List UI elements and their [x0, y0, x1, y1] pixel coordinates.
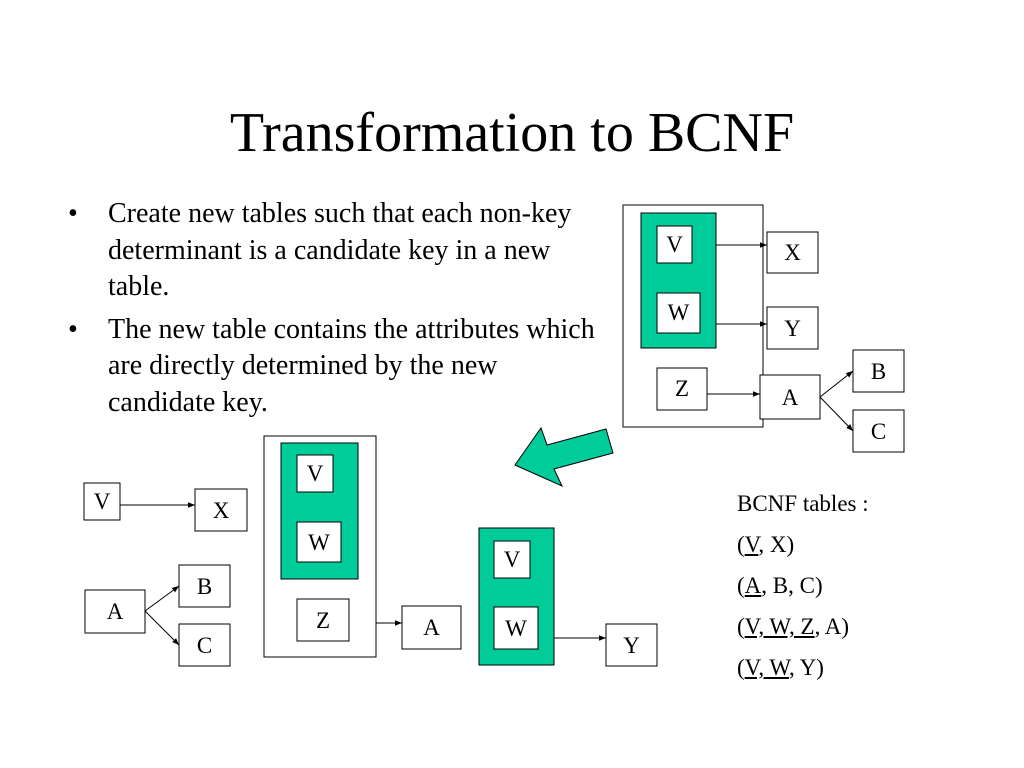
attr-label: Y — [623, 633, 640, 658]
attr-label: V — [504, 547, 521, 572]
attr-box-v: V — [656, 225, 693, 264]
nonkey-attributes: , Y) — [789, 655, 824, 680]
attr-box-w: W — [493, 606, 539, 650]
attr-label: C — [871, 419, 886, 444]
bullet-dot-icon: • — [68, 313, 78, 345]
bullet-item: • The new table contains the attributes … — [68, 312, 608, 422]
paren: ( — [737, 573, 745, 598]
attr-box-a: A — [401, 605, 462, 650]
attr-box-v: V — [83, 482, 121, 521]
attr-label: C — [197, 633, 212, 658]
bcnf-table-entry: (A, B, C) — [737, 565, 869, 606]
attr-box-w: W — [296, 521, 342, 563]
attr-box-x: X — [766, 231, 819, 274]
result-table-v-w-z-a: V W Z A — [263, 435, 462, 658]
key-attributes: V, W — [744, 655, 789, 680]
attr-box-c: C — [852, 409, 905, 453]
bullet-text: Create new tables such that each non-key… — [108, 198, 572, 302]
attr-box-v: V — [493, 540, 531, 579]
result-table-v-x: V X — [83, 482, 248, 532]
bullet-list: • Create new tables such that each non-k… — [68, 196, 608, 427]
attr-box-a: A — [759, 374, 821, 420]
dependency-arrow — [144, 585, 180, 612]
attr-box-b: B — [178, 564, 231, 608]
dependency-arrow — [819, 370, 854, 398]
bcnf-table-entry: (V, W, Y) — [737, 647, 869, 688]
result-table-v-w-y: V W Y — [478, 527, 658, 667]
key-attributes: A — [744, 573, 762, 598]
attr-label: V — [666, 232, 683, 257]
attr-box-y: Y — [605, 623, 658, 667]
attr-label: Z — [316, 608, 330, 633]
paren: ( — [737, 532, 745, 557]
paren: ( — [737, 655, 745, 680]
bullet-text: The new table contains the attributes wh… — [108, 313, 595, 418]
nonkey-attributes: , X) — [758, 532, 795, 557]
nonkey-attributes: , B, C) — [761, 573, 823, 598]
attr-label: A — [107, 599, 124, 624]
attr-label: B — [871, 359, 886, 384]
attr-box-c: C — [178, 623, 231, 667]
attr-box-z: Z — [296, 598, 350, 642]
bcnf-table-entry: (V, X) — [737, 524, 869, 565]
attr-label: A — [782, 385, 799, 410]
transform-arrow-icon — [514, 426, 614, 488]
paren: ( — [737, 614, 745, 639]
attr-box-y: Y — [766, 306, 819, 350]
attr-box-a: A — [84, 589, 146, 634]
attr-box-z: Z — [656, 367, 708, 411]
attr-label: X — [213, 498, 230, 523]
bcnf-tables-list: BCNF tables : (V, X) (A, B, C) (V, W, Z,… — [737, 483, 869, 688]
attr-box-v: V — [296, 454, 334, 493]
attr-label: B — [197, 574, 212, 599]
dependency-arrow — [819, 396, 854, 432]
attr-label: X — [784, 240, 801, 265]
nonkey-attributes: , A) — [814, 614, 850, 639]
attr-box-w: W — [656, 292, 701, 334]
bullet-dot-icon: • — [68, 198, 78, 229]
result-table-a-b-c: A B C — [84, 564, 231, 667]
attr-label: Y — [784, 316, 801, 341]
attr-box-x: X — [194, 488, 248, 532]
attr-box-b: B — [852, 349, 905, 393]
bullet-item: • Create new tables such that each non-k… — [68, 196, 608, 306]
key-attributes: V — [744, 532, 759, 557]
bcnf-table-entry: (V, W, Z, A) — [737, 606, 869, 647]
bcnf-tables-label: BCNF tables : — [737, 491, 869, 516]
attr-label: W — [505, 616, 527, 641]
key-attributes: V, W, Z — [744, 614, 815, 639]
original-dependency-diagram: V W Z X Y A B C — [622, 204, 905, 453]
slide-title: Transformation to BCNF — [229, 102, 795, 164]
dependency-arrow — [144, 610, 180, 646]
attr-label: V — [307, 461, 324, 486]
attr-label: A — [423, 615, 440, 640]
attr-label: Z — [675, 376, 689, 401]
attr-label: V — [94, 489, 111, 514]
attr-label: W — [668, 300, 690, 325]
attr-label: W — [308, 530, 330, 555]
